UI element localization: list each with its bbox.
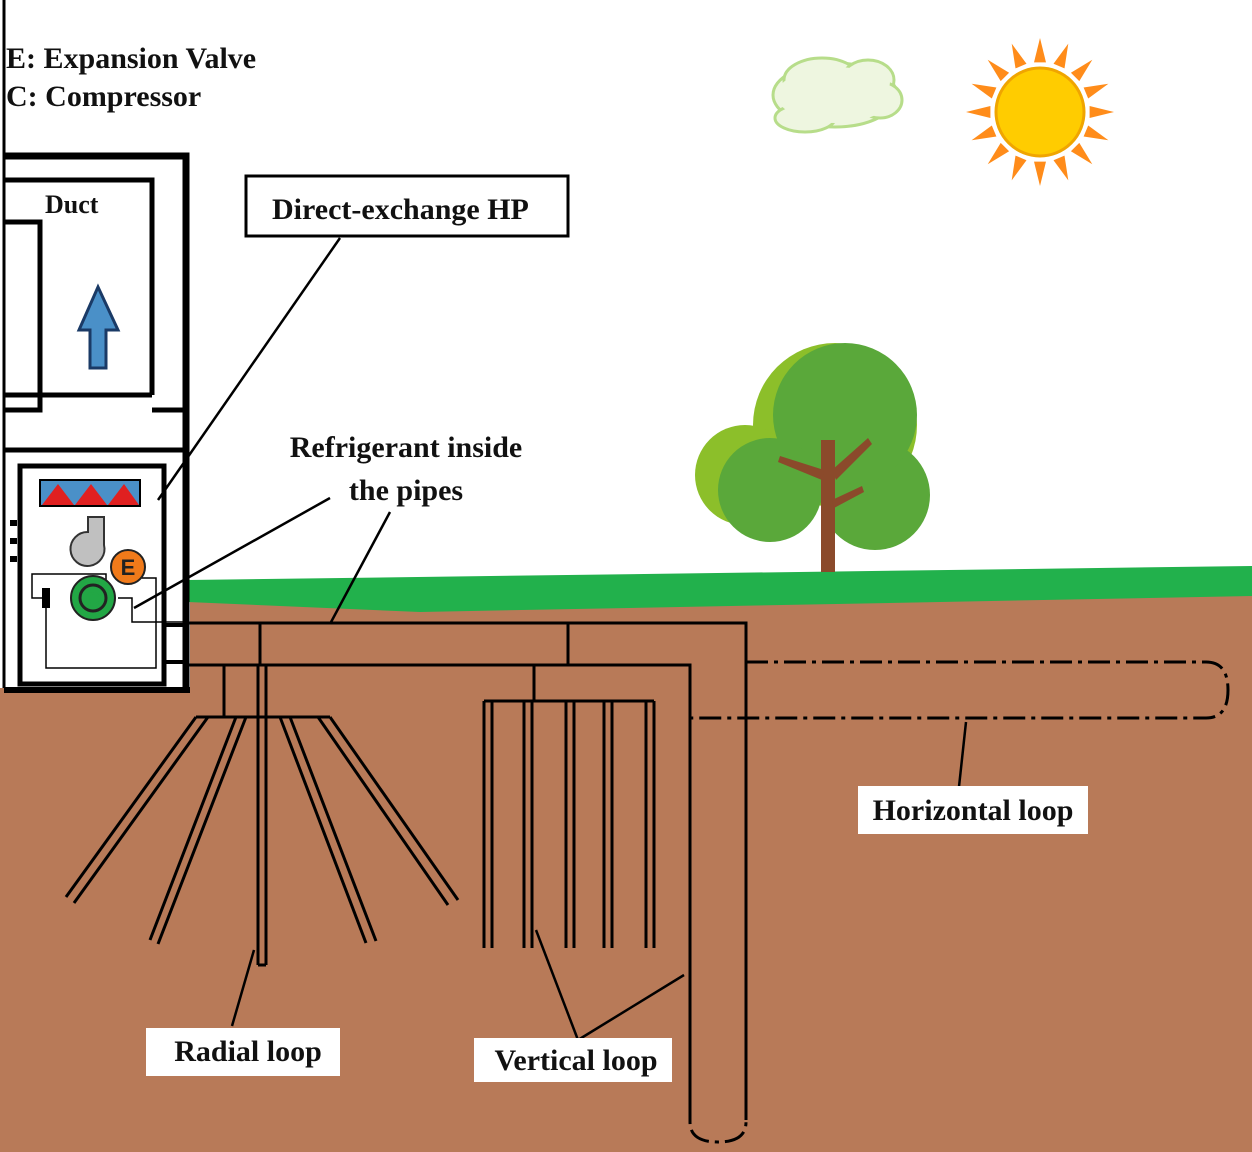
duct-label: Duct [45, 190, 99, 219]
compressor: C [70, 575, 116, 621]
sun-ray [987, 59, 1010, 82]
sun-ray [987, 142, 1010, 165]
sun-ray [1070, 142, 1093, 165]
sun-ray [1011, 43, 1027, 69]
sun-ray [1053, 43, 1069, 69]
refrigerant-label-line1: Refrigerant inside [290, 431, 522, 464]
vertical-loop-label: Vertical loop [494, 1044, 657, 1077]
building [4, 152, 190, 693]
sun-ray [1070, 59, 1093, 82]
sun-ray [966, 106, 991, 118]
hp-label: Direct-exchange HP [272, 193, 529, 226]
radial-loop [64, 665, 460, 967]
hp-label-box [244, 174, 570, 238]
compressor-symbol: C [86, 589, 100, 611]
sun-ray [1083, 125, 1109, 141]
sun-ray [1034, 38, 1046, 63]
grass [188, 566, 1252, 612]
sun-ray [971, 83, 997, 99]
sun-ray [971, 125, 997, 141]
airflow-arrow-icon [76, 283, 121, 370]
radial-loop-label: Radial loop [174, 1035, 322, 1068]
vertical-label-box [474, 1038, 672, 1082]
fan-icon [69, 516, 106, 567]
legend-compressor: C: Compressor [6, 80, 201, 113]
vertical-loop-field [482, 665, 656, 948]
legend-expansion-valve: E: Expansion Valve [6, 42, 256, 75]
tree-icon [695, 343, 930, 572]
expansion-valve: E [110, 549, 146, 585]
sun-ray [1053, 155, 1069, 181]
sun-ray [1011, 155, 1027, 181]
horizontal-loop [690, 660, 1230, 720]
leader-lines [133, 237, 968, 1042]
soil [0, 592, 1252, 1152]
cloud-icon [771, 56, 904, 134]
sun-icon [966, 38, 1114, 186]
refrigerant-label-line2: the pipes [349, 474, 463, 507]
dashed-loops [688, 660, 1230, 1144]
deep-vertical-loop [688, 660, 748, 1144]
sun-ray [1034, 161, 1046, 186]
sun-ray [1089, 106, 1114, 118]
radial-label-box [146, 1028, 340, 1076]
sun-ray [1083, 83, 1109, 99]
expansion-valve-symbol: E [121, 555, 136, 580]
horizontal-label-box [858, 786, 1088, 834]
horizontal-loop-label: Horizontal loop [873, 794, 1074, 827]
heat-exchanger-coil-icon [39, 479, 141, 507]
